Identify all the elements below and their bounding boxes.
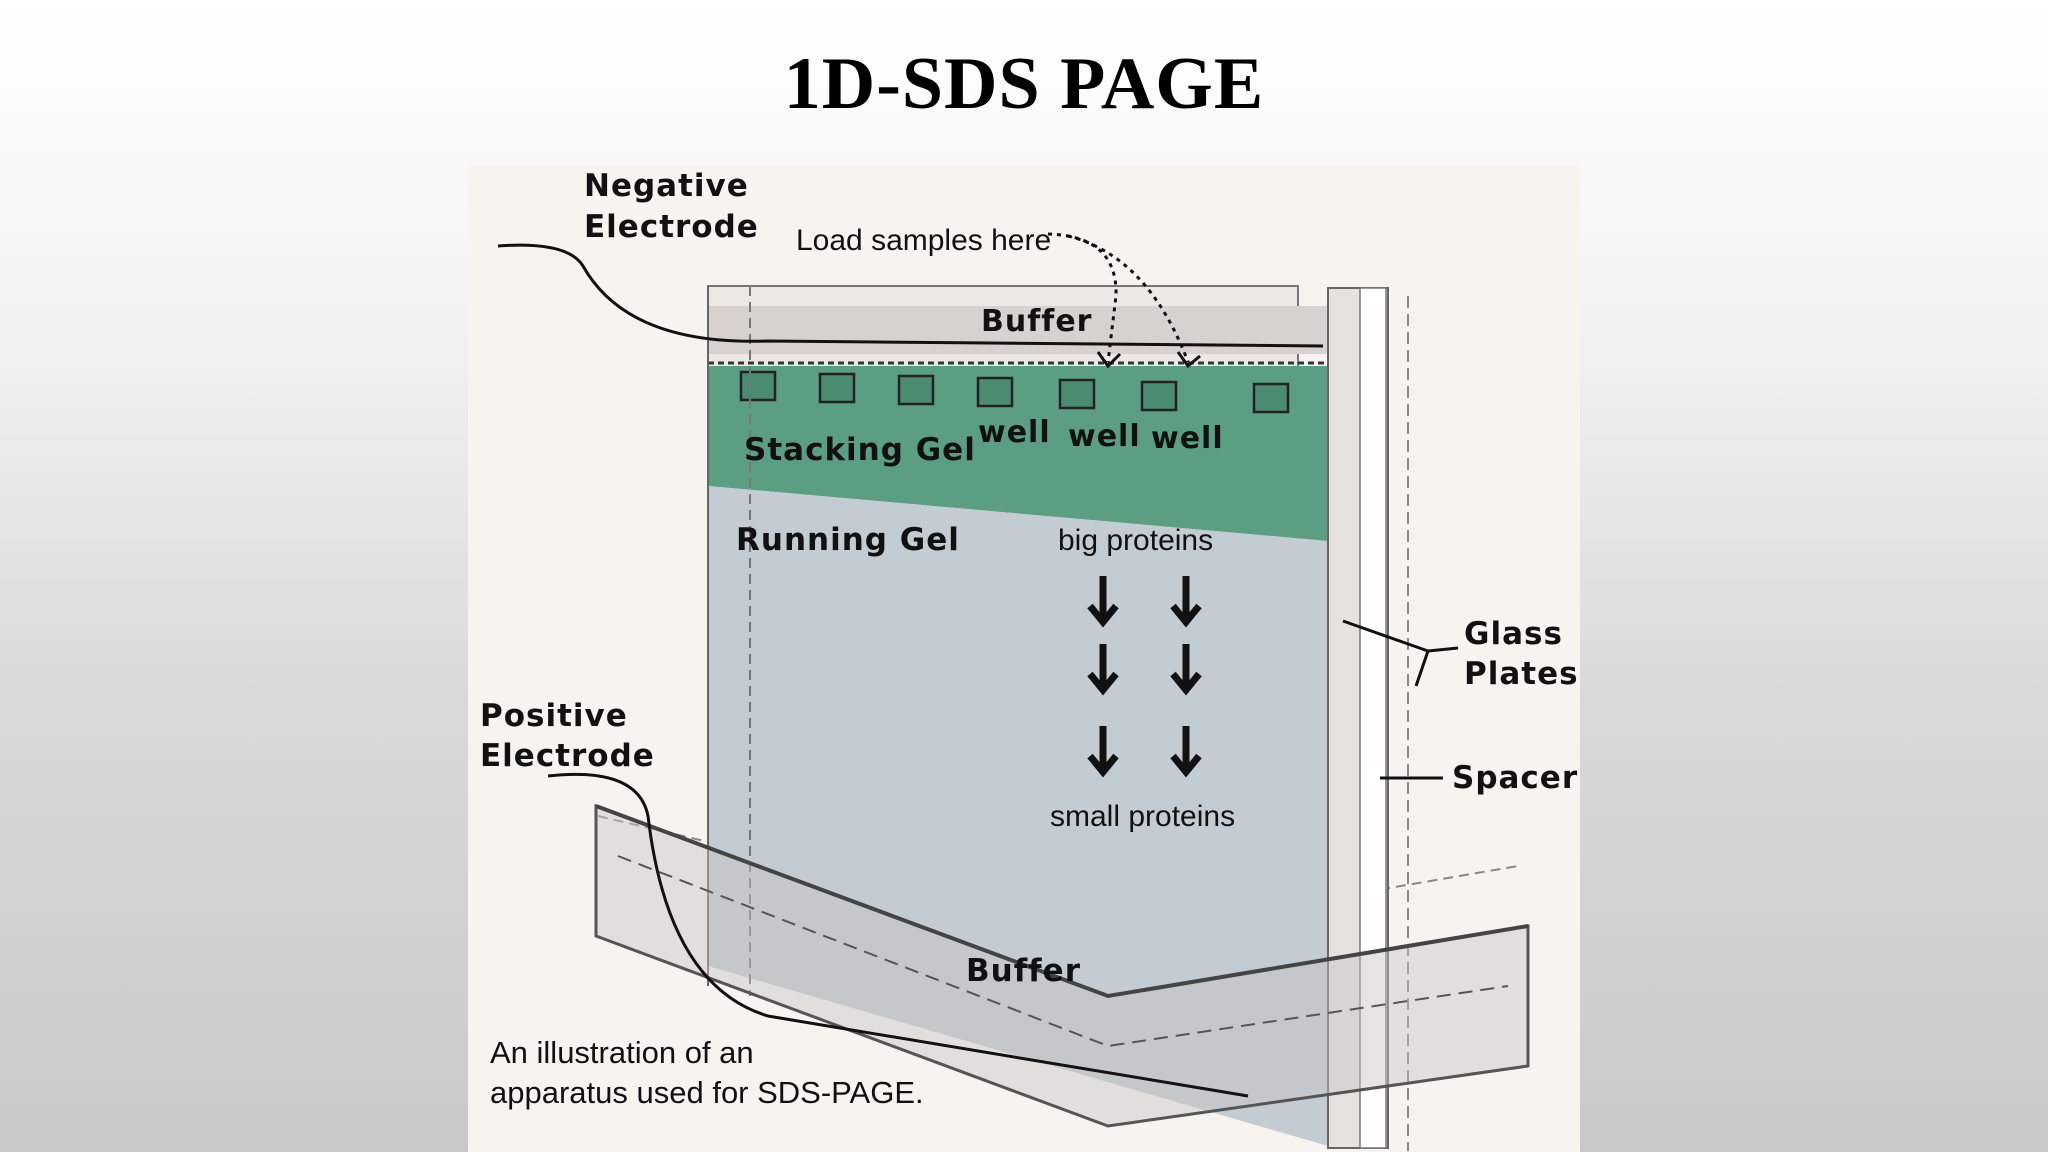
- glass-plates-pointer: [1342, 619, 1459, 687]
- stacking-gel-label: Stacking Gel: [744, 432, 976, 468]
- caption-line1: An illustration of an: [490, 1035, 754, 1070]
- running-gel-label: Running Gel: [736, 522, 960, 558]
- down-arrow-icon: [1087, 726, 1119, 778]
- negative-electrode-label-line1: Negative: [584, 168, 749, 204]
- down-arrow-icon: [1170, 726, 1202, 778]
- glass-plates-label-line1: Glass: [1464, 616, 1563, 652]
- load-arrow-2: [1067, 234, 1190, 363]
- sds-page-apparatus-figure: Negative Electrode Load samples here Buf…: [468, 166, 1580, 1152]
- apparatus-diagram: Negative Electrode Load samples here Buf…: [480, 168, 1579, 1151]
- well: [1252, 382, 1290, 414]
- positive-electrode-label-line2: Electrode: [480, 738, 655, 774]
- negative-electrode-wire: [497, 243, 1324, 348]
- down-arrow-icon: [1087, 576, 1119, 628]
- well: [1058, 378, 1096, 410]
- caption-line2: apparatus used for SDS-PAGE.: [490, 1075, 924, 1110]
- well: [818, 372, 856, 404]
- well: [976, 376, 1014, 408]
- well-label-1: well: [978, 415, 1051, 450]
- tank-inner-dashed: [617, 855, 1509, 1048]
- down-arrow-icon: [1170, 576, 1202, 628]
- load-arrow-head-2: [1176, 351, 1201, 369]
- slide-title: 1D-SDS PAGE: [783, 43, 1265, 125]
- negative-electrode-label-line2: Electrode: [584, 209, 759, 245]
- buffer-top-label: Buffer: [981, 304, 1092, 339]
- migration-arrows: [1087, 576, 1202, 778]
- load-arrow-head-1: [1096, 351, 1122, 369]
- positive-electrode-label-line1: Positive: [480, 698, 628, 734]
- down-arrow-icon: [1087, 644, 1119, 696]
- well: [897, 374, 935, 406]
- well-label-3: well: [1151, 421, 1224, 456]
- buffer-bottom-label: Buffer: [966, 953, 1081, 989]
- big-proteins-label: big proteins: [1058, 524, 1213, 557]
- running-gel: [708, 486, 1328, 1146]
- load-arrow-1: [1047, 232, 1118, 363]
- spacer-label: Spacer: [1452, 760, 1578, 796]
- well: [739, 370, 777, 402]
- glass-plates-label-line2: Plates: [1464, 656, 1579, 692]
- load-samples-label: Load samples here: [796, 224, 1051, 257]
- small-proteins-label: small proteins: [1050, 800, 1235, 833]
- tank-rim: [595, 804, 1529, 999]
- down-arrow-icon: [1170, 644, 1202, 696]
- well-row: [739, 370, 1290, 414]
- well: [1140, 380, 1178, 412]
- positive-electrode-wire: [547, 772, 1249, 1098]
- well-label-2: well: [1068, 419, 1141, 454]
